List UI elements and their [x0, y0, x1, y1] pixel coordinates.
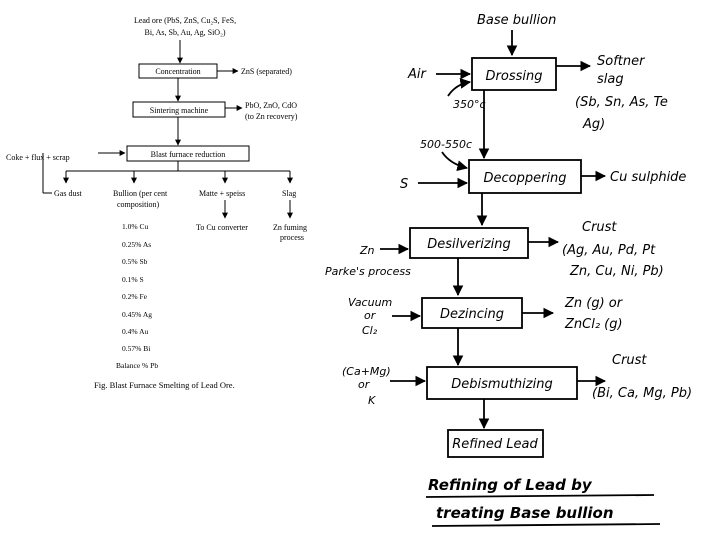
bullion-line-1: Bullion (per cent: [113, 189, 168, 198]
cu-sulphide-label: Cu sulphide: [610, 170, 686, 185]
zn-fuming-line-2: process: [280, 233, 304, 242]
cu-converter-label: To Cu converter: [196, 223, 248, 232]
zn-products-1: Zn (g) or: [564, 296, 624, 311]
bullion-line-2: composition): [117, 200, 160, 209]
composition-item: 1.0% Cu: [122, 222, 149, 231]
gas-dust-label: Gas dust: [54, 189, 83, 198]
debismuthizing-label: Debismuthizing: [451, 377, 552, 392]
vacuum-label: Vacuum: [348, 296, 392, 309]
ca-mg-or: or: [358, 378, 371, 391]
composition-item: 0.2% Fe: [122, 292, 148, 301]
composition-item: 0.45% Ag: [122, 310, 152, 319]
crust-1-items-2: Zn, Cu, Ni, Pb): [569, 264, 664, 279]
composition-item: 0.1% S: [122, 275, 144, 284]
crust-2-items: (Bi, Ca, Mg, Pb): [592, 386, 692, 401]
title-underline-1: [425, 494, 655, 498]
parkes-label: Parke's process: [325, 265, 411, 278]
oxides-line-2: (to Zn recovery): [245, 112, 298, 121]
bullion-composition-list: 1.0% Cu 0.25% As 0.5% Sb 0.1% S 0.2% Fe …: [116, 222, 158, 370]
s-label: S: [400, 177, 408, 192]
zns-label: ZnS (separated): [241, 67, 292, 76]
ore-line-2: Bi, As, Sb, Au, Ag, SiO₂): [144, 28, 225, 37]
sintering-label: Sintering machine: [150, 106, 209, 115]
drossing-box: [471, 57, 557, 91]
concentration-label: Concentration: [155, 67, 200, 76]
figure-caption: Fig. Blast Furnace Smelting of Lead Ore.: [94, 380, 235, 390]
zn-label: Zn: [359, 244, 375, 257]
matte-label: Matte + speiss: [199, 189, 245, 198]
softner-items-1: (Sb, Sn, As, Te: [575, 95, 668, 110]
zn-products-2: ZnCl₂ (g): [564, 317, 623, 332]
composition-item: 0.57% Bi: [122, 344, 150, 353]
vacuum-or: or: [364, 309, 377, 322]
temp-arrow-1: [447, 78, 472, 97]
decoppering-label: Decoppering: [483, 171, 566, 186]
lead-refining-flowchart: Base bullion Air Drossing Softner slag (…: [325, 13, 692, 527]
ca-mg-k: K: [368, 394, 376, 407]
title-line-2: treating Base bullion: [436, 504, 614, 522]
debismuthizing-box: [426, 366, 578, 400]
oxides-line-1: PbO, ZnO, CdO: [245, 101, 297, 110]
desilverizing-box: [409, 227, 529, 259]
drossing-label: Drossing: [486, 69, 543, 84]
crust-2-label: Crust: [612, 353, 647, 368]
refined-lead-label: Refined Lead: [452, 437, 538, 452]
composition-item: 0.4% Au: [122, 327, 149, 336]
vacuum-cl2: Cl₂: [362, 324, 378, 337]
temp-label-1: 350°c: [453, 98, 486, 111]
crust-1-items-1: (Ag, Au, Pd, Pt: [562, 243, 656, 258]
composition-item: 0.5% Sb: [122, 257, 148, 266]
desilverizing-label: Desilverizing: [427, 237, 511, 252]
ca-mg-label: (Ca+Mg): [342, 365, 391, 378]
ore-line-1: Lead ore (PbS, ZnS, Cu₂S, FeS,: [134, 16, 236, 25]
base-bullion-label: Base bullion: [477, 13, 556, 28]
title-line-1: Refining of Lead by: [428, 476, 593, 494]
air-label: Air: [407, 67, 428, 82]
composition-item: Balance % Pb: [116, 361, 158, 370]
dezincing-label: Dezincing: [440, 307, 504, 322]
blast-furnace-box: [126, 145, 250, 162]
softner-line-2: slag: [597, 72, 624, 87]
blast-furnace-label: Blast furnace reduction: [151, 150, 226, 159]
softner-items-2: Ag): [582, 117, 605, 132]
crust-1-label: Crust: [582, 220, 617, 235]
blast-furnace-flowsheet: Lead ore (PbS, ZnS, Cu₂S, FeS, Bi, As, S…: [6, 16, 307, 390]
sintering-box: [132, 101, 226, 118]
refined-lead-box: [447, 429, 544, 458]
softner-line-1: Softner: [597, 54, 646, 69]
temp-arrow-2: [441, 151, 469, 172]
zn-fuming-line-1: Zn fuming: [273, 223, 307, 232]
temp-label-2: 500-550c: [420, 138, 472, 151]
title-underline-2: [431, 523, 661, 527]
coke-label: Coke + flux + scrap: [6, 153, 70, 162]
slag-label: Slag: [282, 189, 296, 198]
composition-item: 0.25% As: [122, 240, 151, 249]
